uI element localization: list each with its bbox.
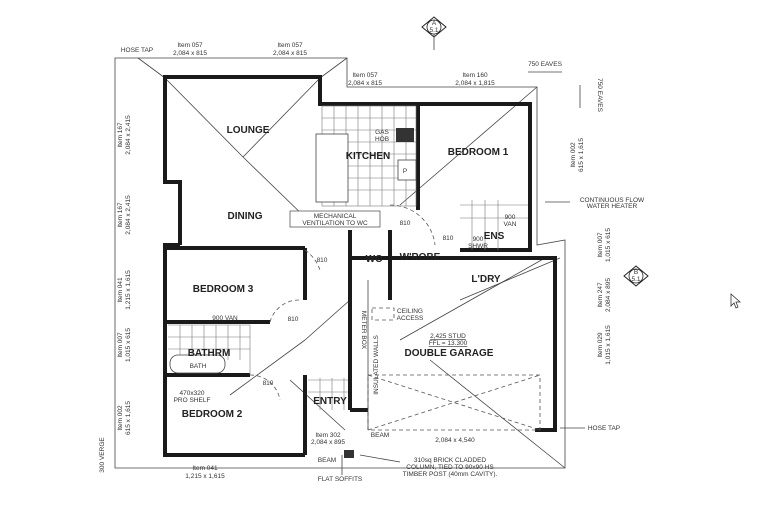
- window-size: 1,015 x 615: [125, 328, 132, 362]
- room-entry: ENTRY: [313, 396, 347, 407]
- door-swings: [249, 204, 541, 431]
- note-door-width: 810: [443, 235, 454, 242]
- room-ensuite: ENS: [484, 231, 505, 242]
- note-beam: BEAM: [371, 432, 389, 439]
- window-item: Item 002: [570, 142, 577, 168]
- room-bedroom-2: BEDROOM 2: [182, 409, 243, 420]
- room-bathroom: BATHRM: [188, 348, 231, 359]
- room-wardrobe: W'ROBE: [400, 252, 441, 263]
- window-item: Item 029: [597, 332, 604, 358]
- window-size: 1,015 x 615: [605, 228, 612, 262]
- note-vanity: VAN: [504, 221, 517, 228]
- window-size: 2,084 x 815: [273, 50, 307, 57]
- section-marker-b: B 5.1: [623, 265, 649, 287]
- note-mechanical-ventilation: MECHANICAL: [314, 213, 357, 220]
- window-item: Item 167: [117, 122, 124, 148]
- section-letter: B: [634, 269, 638, 276]
- note-pantry: P: [403, 168, 407, 175]
- room-laundry: L'DRY: [471, 274, 501, 285]
- window-labels: Item 057 2,084 x 815 Item 057 2,084 x 81…: [117, 42, 612, 480]
- note-shelf: PRO SHELF: [174, 397, 211, 404]
- window-size: 1,215 x 1,615: [185, 473, 225, 480]
- section-sheet: 5.1: [429, 27, 438, 34]
- window-item: Item 041: [192, 465, 218, 472]
- note-water-heater: WATER HEATER: [587, 203, 638, 210]
- window-size: 615 x 1,615: [125, 401, 132, 435]
- note-bath: BATH: [190, 363, 207, 370]
- note-eaves: 750 EAVES: [596, 78, 603, 113]
- note-door-width: 810: [317, 257, 328, 264]
- note-gas: GAS: [375, 129, 389, 136]
- room-dining: DINING: [228, 211, 263, 222]
- note-shower: SHWR: [468, 243, 488, 250]
- note-mechanical-ventilation: VENTILATION TO WC: [302, 220, 368, 227]
- section-marker-a: A 5.1: [421, 16, 447, 50]
- section-sheet: 5.1: [631, 276, 640, 283]
- room-kitchen: KITCHEN: [346, 151, 390, 162]
- note-hob: HOB: [375, 136, 389, 143]
- annotations: HOSE TAP 750 EAVES 750 EAVES CONTINUOUS …: [99, 47, 645, 483]
- note-hose-tap: HOSE TAP: [121, 47, 153, 54]
- note-door-width: 810: [400, 220, 411, 227]
- note-vanity: 900: [505, 214, 516, 221]
- window-item: Item 002: [117, 405, 124, 431]
- window-size: 2,084 x 1,815: [455, 80, 495, 87]
- window-size: 615 x 1,615: [578, 138, 585, 172]
- window-item: Item 057: [277, 42, 303, 49]
- note-shelf: 470x320: [180, 390, 205, 397]
- note-hose-tap: HOSE TAP: [588, 425, 620, 432]
- window-item: Item 302: [315, 432, 341, 439]
- kitchen-tiles: [168, 105, 528, 410]
- window-size: 2,084 x 2,415: [125, 195, 132, 235]
- window-size: 2,084 x 895: [311, 439, 345, 446]
- note-brick-column: 310sq BRICK CLADDED: [414, 457, 487, 464]
- window-size: 1,015 x 1,615: [605, 325, 612, 365]
- section-letter: A: [432, 20, 437, 27]
- window-size: 2,084 x 815: [173, 50, 207, 57]
- window-item: Item 167: [117, 202, 124, 228]
- window-item: Item 041: [117, 277, 124, 303]
- note-stud-height: 2,425 STUD: [430, 333, 466, 340]
- note-garage-door-size: 2,084 x 4,540: [435, 437, 475, 444]
- note-flat-soffits: FLAT SOFFITS: [318, 476, 363, 483]
- note-vanity: 900 VAN: [212, 315, 238, 322]
- window-item: Item 057: [352, 72, 378, 79]
- room-wc: WC: [366, 254, 383, 265]
- window-size: 2,084 x 2,415: [125, 115, 132, 155]
- note-meter-box: METER BOX: [360, 311, 367, 350]
- room-bedroom-3: BEDROOM 3: [193, 284, 254, 295]
- note-ceiling-access: ACCESS: [397, 315, 424, 322]
- room-bedroom-1: BEDROOM 1: [448, 147, 509, 158]
- note-water-heater: CONTINUOUS FLOW: [580, 197, 645, 204]
- window-size: 2,084 x 895: [605, 278, 612, 312]
- window-item: Item 247: [597, 282, 604, 308]
- mouse-cursor-icon: [730, 293, 742, 309]
- note-brick-column: TIMBER POST (40mm CAVITY).: [403, 471, 498, 478]
- window-item: Item 007: [597, 232, 604, 258]
- window-size: 2,084 x 815: [348, 80, 382, 87]
- window-item: Item 057: [177, 42, 203, 49]
- window-item: Item 007: [117, 332, 124, 358]
- note-insulated-walls: INSULATED WALLS: [373, 335, 380, 395]
- window-item: Item 160: [462, 72, 488, 79]
- note-beam: BEAM: [318, 457, 336, 464]
- room-double-garage: DOUBLE GARAGE: [405, 348, 494, 359]
- note-ceiling-access: CEILING: [397, 308, 423, 315]
- note-door-width: 810: [288, 316, 299, 323]
- note-brick-column: COLUMN, TIED TO 90x90 HS: [406, 464, 494, 471]
- walls: [163, 75, 557, 457]
- note-eaves: 750 EAVES: [528, 61, 563, 68]
- note-shower: 900: [473, 236, 484, 243]
- window-size: 1,215 x 1,615: [125, 270, 132, 310]
- room-lounge: LOUNGE: [227, 125, 270, 136]
- note-verge: 300 VERGE: [99, 437, 106, 473]
- roof-outline: [114, 57, 566, 469]
- note-door-width: 810: [263, 380, 274, 387]
- note-ffl: FFL = 13.300: [429, 340, 468, 347]
